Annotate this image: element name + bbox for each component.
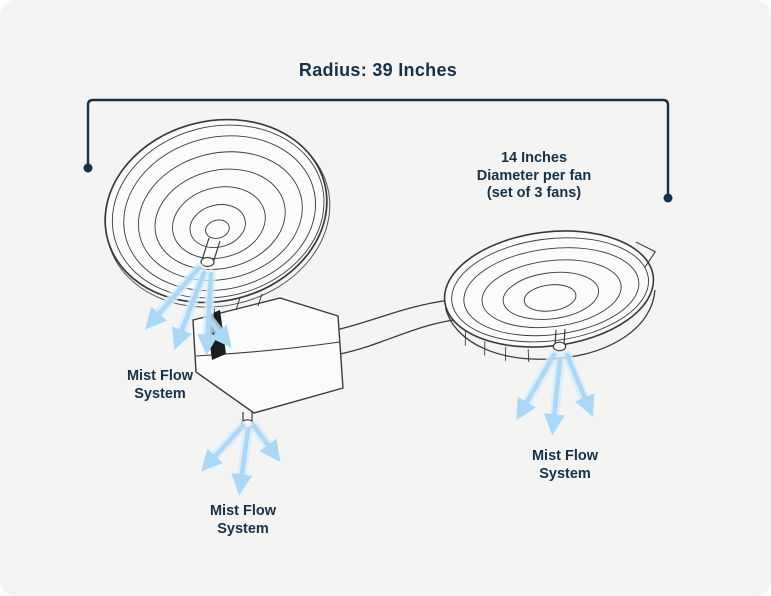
mist-arrow-icon bbox=[564, 352, 595, 417]
mist-flow-label-bottom: Mist Flow System bbox=[178, 503, 308, 538]
mist-arrow-icon bbox=[231, 427, 253, 496]
fan-diameter-note: 14 Inches Diameter per fan (set of 3 fan… bbox=[438, 150, 630, 203]
mist-arrow-icon bbox=[251, 423, 281, 462]
diameter-line-1: 14 Inches bbox=[500, 150, 568, 166]
mist-arrow-icon bbox=[543, 356, 565, 436]
right-fan-sketch bbox=[443, 230, 657, 363]
mist-arrows-housing bbox=[200, 423, 281, 496]
bracket-endpoint-left bbox=[83, 163, 93, 173]
mist-label-line: Mist Flow bbox=[209, 503, 277, 519]
mist-label-line: Mist Flow bbox=[531, 448, 599, 464]
mist-label-line: System bbox=[539, 465, 591, 482]
diameter-line-3: (set of 3 fans) bbox=[486, 185, 582, 202]
diameter-line-2: Diameter per fan bbox=[476, 167, 592, 184]
mist-arrow-icon bbox=[200, 423, 246, 472]
left-fan-hub bbox=[200, 237, 221, 268]
mist-flow-label-left: Mist Flow System bbox=[95, 368, 225, 403]
mist-arrows-right-fan bbox=[516, 352, 595, 436]
radius-title: Radius: 39 Inches bbox=[298, 60, 458, 80]
mist-flow-label-right: Mist Flow System bbox=[500, 448, 630, 483]
mist-arrow-icon bbox=[145, 265, 202, 330]
left-fan-sketch bbox=[104, 118, 331, 308]
mist-arrow-icon bbox=[205, 315, 232, 348]
mist-arrow-icon bbox=[516, 352, 557, 421]
radius-measurement-bracket bbox=[86, 98, 670, 194]
mist-arrow-icon bbox=[197, 271, 219, 356]
motor-housing-sketch bbox=[192, 293, 344, 429]
mist-label-line: Mist Flow bbox=[126, 368, 194, 384]
mist-arrows-left-fan bbox=[145, 265, 232, 356]
mist-label-line: System bbox=[134, 385, 186, 402]
right-fan-hub bbox=[552, 328, 567, 352]
connecting-arm-sketch bbox=[335, 299, 455, 355]
bracket-endpoint-right bbox=[663, 193, 673, 203]
mist-arrow-icon bbox=[172, 270, 207, 350]
mist-label-line: System bbox=[217, 520, 269, 537]
